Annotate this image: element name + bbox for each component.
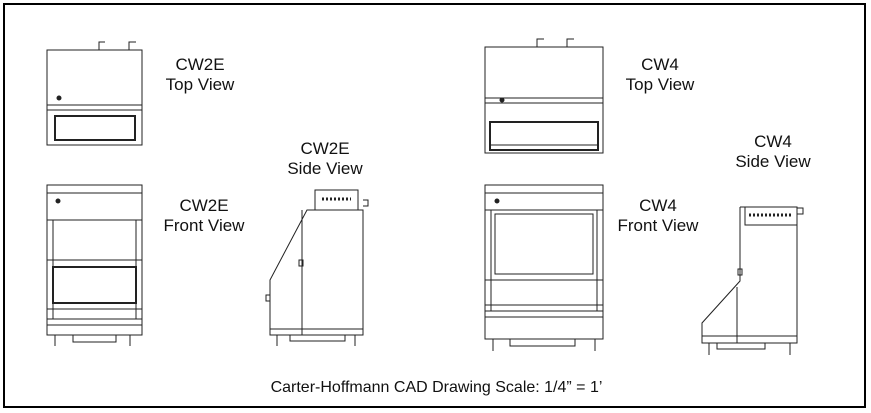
cw4-top-view-label: CW4 Top View: [615, 55, 705, 95]
cw4-side-view-label: CW4 Side View: [728, 132, 818, 172]
cw4-side-model: CW4: [754, 132, 792, 151]
cw2e-top-view-label: CW2E Top View: [155, 55, 245, 95]
cw2e-front-view-label: CW2E Front View: [151, 196, 257, 236]
cw2e-side-model: CW2E: [300, 139, 350, 158]
cw4-side-view-name: Side View: [735, 152, 811, 171]
cw4-top-view-drawing: [485, 39, 603, 153]
cw4-top-view-name: Top View: [625, 75, 695, 94]
cw4-front-view-drawing: [485, 185, 603, 351]
cw2e-side-view-name: Side View: [287, 159, 363, 178]
cw2e-top-model: CW2E: [175, 55, 225, 74]
cw2e-side-view-label: CW2E Side View: [280, 139, 370, 179]
drawing-frame: CW2E Top View CW2E Side View CW2E Front …: [3, 3, 866, 408]
cw2e-top-view-name: Top View: [165, 75, 235, 94]
cw4-top-model: CW4: [641, 55, 679, 74]
drawing-scale-caption: Carter-Hoffmann CAD Drawing Scale: 1/4” …: [270, 379, 603, 396]
cw4-side-view-drawing: [702, 207, 803, 355]
cw2e-side-view-drawing: [266, 190, 368, 346]
cw4-front-model: CW4: [639, 196, 677, 215]
cw2e-front-view-name: Front View: [163, 216, 245, 235]
cad-drawings: [5, 5, 864, 406]
cw2e-front-view-drawing: [47, 185, 142, 346]
cw4-front-view-label: CW4 Front View: [605, 196, 711, 236]
cw2e-top-view-drawing: [47, 42, 142, 145]
cw4-front-view-name: Front View: [617, 216, 699, 235]
cw2e-front-model: CW2E: [179, 196, 229, 215]
